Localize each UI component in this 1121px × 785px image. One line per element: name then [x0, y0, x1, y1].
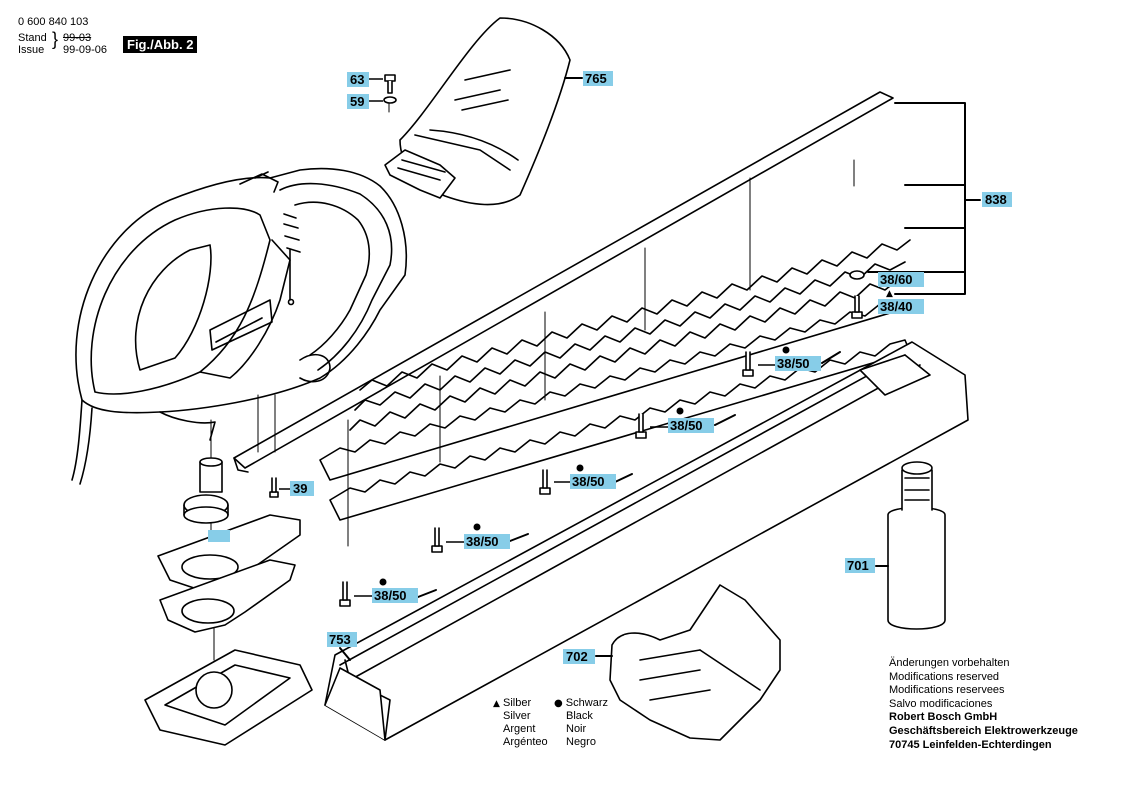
- company-address: 70745 Leinfelden-Echterdingen: [889, 738, 1052, 751]
- legend-silver-de: Silber: [502, 697, 532, 709]
- callout-702: 702: [563, 649, 595, 664]
- svg-text:702: 702: [566, 649, 588, 664]
- legend-silver: ▲ Silber Silver Argent Argénteo: [493, 697, 548, 749]
- legend-black-es: Negro: [566, 736, 596, 748]
- motor-housing-drawing: [71, 167, 408, 485]
- legend-black-en: Black: [566, 710, 593, 722]
- callout-38-50-2: 38/50: [650, 407, 714, 433]
- svg-text:765: 765: [585, 71, 607, 86]
- company-name: Robert Bosch GmbH: [889, 711, 998, 724]
- cutter-blades-drawing: [319, 239, 911, 521]
- svg-text:38/50: 38/50: [777, 356, 810, 371]
- gloves-drawing: [609, 584, 781, 741]
- legend-black-fr: Noir: [566, 723, 587, 735]
- figure-badge: Fig./Abb. 2: [123, 36, 198, 53]
- callout-753: 753: [327, 632, 357, 647]
- svg-text:701: 701: [847, 558, 869, 573]
- note-line: Änderungen vorbehalten: [889, 657, 1010, 669]
- triangle-icon: ▲: [493, 699, 500, 709]
- callout-38-40: ▲ 38/40: [878, 289, 924, 314]
- callout-701: 701: [845, 558, 875, 573]
- stand-value: 99-03: [63, 32, 92, 44]
- issue-label: Issue: [18, 44, 45, 56]
- svg-text:38/50: 38/50: [572, 474, 605, 489]
- legend-silver-fr: Argent: [503, 723, 536, 735]
- note-line: Modifications reserved: [889, 670, 1000, 683]
- callout-38-60: 38/60: [878, 272, 924, 287]
- svg-text:▲: ▲: [886, 289, 893, 299]
- notes-block: Änderungen vorbehalten Modifications res…: [889, 657, 1078, 752]
- gear-shaft-drawing: [183, 457, 229, 524]
- svg-text:59: 59: [350, 94, 364, 109]
- svg-text:38/50: 38/50: [466, 534, 499, 549]
- part-number: 0 600 840 103: [18, 16, 89, 28]
- svg-text:38/40: 38/40: [880, 299, 913, 314]
- svg-text:838: 838: [985, 192, 1007, 207]
- issue-value: 99-09-06: [63, 44, 108, 56]
- stand-label: Stand: [18, 32, 47, 44]
- note-line: Salvo modificaciones: [889, 697, 993, 710]
- svg-text:753: 753: [329, 632, 351, 647]
- callout-39: 39: [279, 481, 314, 496]
- oil-bottle-drawing: [887, 461, 946, 630]
- svg-text:39: 39: [293, 481, 307, 496]
- svg-text:63: 63: [350, 72, 364, 87]
- base-plate-drawing: [144, 649, 313, 746]
- svg-text:38/50: 38/50: [374, 588, 407, 603]
- company-division: Geschäftsbereich Elektrowerkzeuge: [889, 724, 1078, 737]
- callout-38-50-4: 38/50: [446, 523, 510, 549]
- callout-38-50-1: 38/50: [758, 346, 821, 371]
- callout-38-50-3: 38/50: [554, 464, 616, 489]
- dot-icon: ●: [554, 698, 563, 709]
- lower-plates-drawing: [157, 514, 301, 633]
- legend-black-de: Schwarz: [565, 697, 608, 709]
- legend-silver-es: Argénteo: [503, 736, 548, 748]
- storage-case-drawing: [324, 341, 969, 741]
- guard-765-drawing: [384, 17, 571, 206]
- brace-glyph: }: [52, 29, 59, 49]
- callout-838: 838: [982, 192, 1012, 207]
- callout-label-layer: 63 59 765 838 38/60 ▲ 38/40: [208, 71, 1012, 664]
- legend-black: ● Schwarz Black Noir Negro: [554, 697, 608, 749]
- callout-765: 765: [583, 71, 613, 86]
- svg-text:38/50: 38/50: [670, 418, 703, 433]
- unlabeled-marker: [208, 530, 230, 542]
- screws-drawing: [269, 74, 865, 607]
- callout-59: 59: [347, 94, 383, 109]
- svg-text:38/60: 38/60: [880, 272, 913, 287]
- note-line: Modifications reservees: [889, 684, 1005, 697]
- callout-38-50-5: 38/50: [354, 578, 418, 603]
- legend-silver-en: Silver: [503, 710, 531, 722]
- callout-63: 63: [347, 72, 383, 87]
